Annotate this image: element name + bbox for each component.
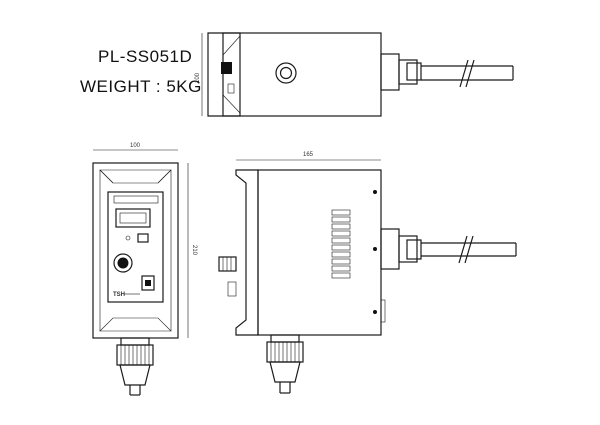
side-view-screw [373,310,377,314]
side-view-length-dim: 165 [303,152,314,158]
side-view-knob [218,256,237,272]
side-view-switch [227,281,237,297]
side-view-front-panel [235,169,259,336]
top-view-connector-base [380,53,400,91]
side-view-vents [331,209,351,279]
front-view-display [115,208,151,228]
top-view-knob [221,62,232,74]
top-view-port-inner [279,66,293,80]
front-view-chuck-collar [120,337,150,346]
top-view-front-housing [207,32,241,117]
side-view-cable-break [458,235,468,264]
front-view-housing [92,162,179,339]
top-view-body [222,32,382,117]
side-view-chuck-grip [270,342,300,362]
side-view-chuck-body [266,341,304,363]
front-view-width-dim: 100 [130,143,141,149]
side-view-connector-nut [398,235,418,263]
front-view-indicator [125,235,131,241]
top-view-height-dim: 100 [195,72,201,83]
top-view-connector-nut [398,59,418,85]
weight-label: WEIGHT : 5KG [80,77,202,96]
front-view-brand: TSH [113,292,125,298]
top-view-port-outer [275,62,297,84]
front-view: 100 210 TSH [92,143,197,396]
top-view-cable-break [459,59,469,88]
front-view-power-switch [141,275,155,291]
side-view-body [257,169,382,336]
side-view-chuck-collar [270,334,300,343]
front-view-chuck-body [116,344,154,366]
front-view-chuck-grip [120,345,150,365]
side-view: 165 [218,152,517,394]
front-view-control-panel [107,191,164,303]
front-view-mode-button [137,233,149,243]
front-view-height-dim: 210 [191,245,197,256]
side-view-screw [373,190,377,194]
front-view-label-plate [113,195,159,204]
front-view-chuck-nose [119,364,151,386]
side-view-connector-base [380,228,400,270]
side-view-chuck-nose [269,361,301,383]
side-view-screw [373,247,377,251]
front-view-speed-knob [113,253,133,273]
top-view: 100 [195,32,514,117]
model-code: PL-SS051D [98,47,193,66]
